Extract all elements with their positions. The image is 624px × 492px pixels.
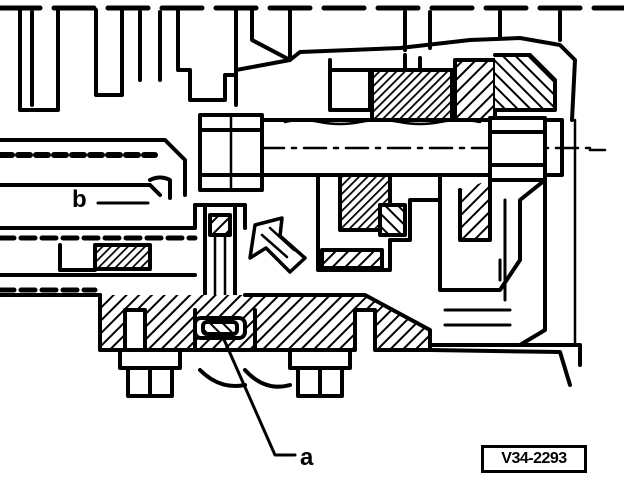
left-upper-shaft [0, 138, 187, 200]
drain-channel [203, 203, 237, 312]
callout-label-a: a [300, 444, 314, 471]
upper-housing-outline [234, 36, 577, 122]
bottom-bolts [118, 348, 352, 398]
left-lower-shaft [0, 203, 247, 297]
flow-arrow [248, 216, 307, 274]
upper-shaft-columns [18, 8, 292, 112]
leader-line-a [220, 333, 297, 457]
sump-housing [98, 293, 432, 352]
right-bearing [488, 116, 547, 182]
callout-label-b: b [72, 186, 87, 213]
right-housing [428, 173, 547, 347]
reference-code-box: V34-2293 [481, 445, 587, 473]
upper-gear-block [370, 68, 454, 122]
